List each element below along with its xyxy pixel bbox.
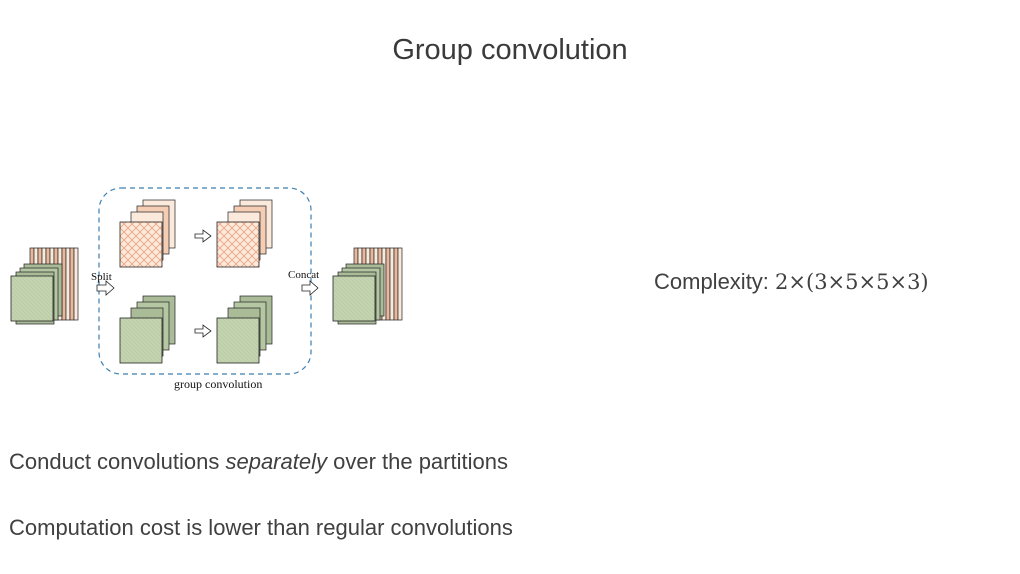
complexity-formula: 2×(3×5×5×3) [775, 270, 929, 294]
top-group-input [119, 199, 176, 268]
bullet-computation-cost: Computation cost is lower than regular c… [9, 515, 513, 540]
input-stack [10, 247, 79, 325]
group-convolution-caption: group convolution [174, 377, 262, 391]
bullet-1-before: Conduct convolutions [9, 449, 226, 474]
bottom-group-input [119, 295, 176, 364]
bullet-1-after: over the partitions [326, 449, 508, 474]
split-arrow [96, 280, 115, 296]
bottom-conv-arrow [194, 324, 212, 338]
concat-label: Concat [288, 269, 319, 281]
group-box [98, 187, 312, 375]
bullet-separate-convolutions: Conduct convolutions separately over the… [9, 449, 508, 475]
output-stack [332, 247, 403, 325]
complexity-text: Complexity: 2×(3×5×5×3) [654, 269, 929, 295]
bottom-group-output [216, 295, 273, 364]
split-label: Split [91, 271, 112, 283]
bullet-1-emphasis: separately [225, 449, 327, 474]
slide-title: Group convolution [392, 34, 628, 66]
group-convolution-diagram: Split Conca [10, 187, 403, 391]
complexity-label: Complexity: [654, 269, 776, 294]
concat-arrow [301, 280, 319, 296]
top-group-output [216, 199, 273, 268]
top-conv-arrow [194, 229, 212, 243]
